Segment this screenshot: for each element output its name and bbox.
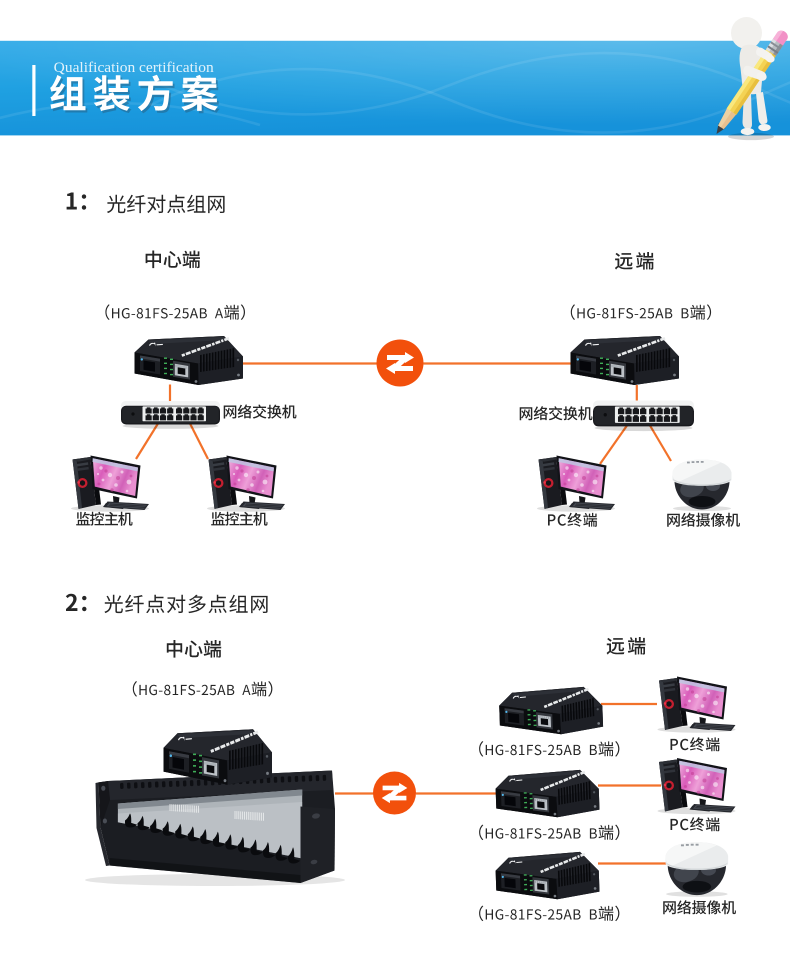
svg-text:Qualification certification: Qualification certification — [54, 60, 215, 76]
